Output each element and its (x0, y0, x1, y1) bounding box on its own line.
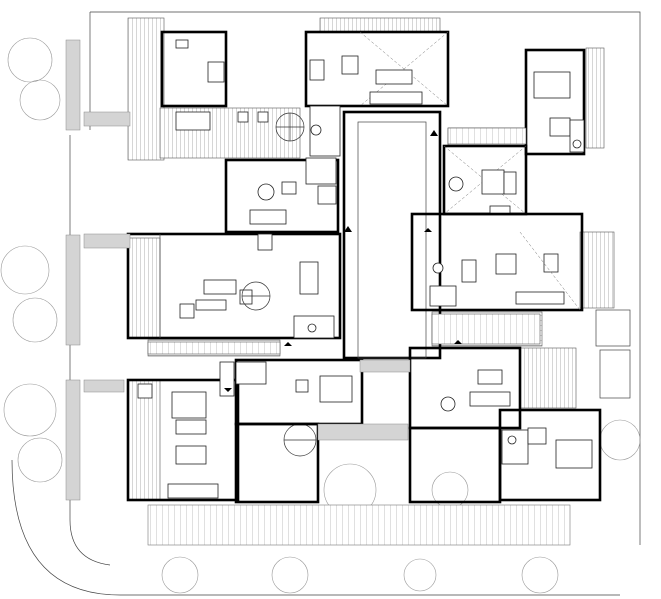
central-courtyard-corridor (342, 110, 442, 360)
unit-upper-right-living (442, 144, 528, 216)
unit-bottom-right (408, 346, 602, 504)
unit-top-center (304, 30, 450, 157)
unit-middle-right (410, 212, 584, 312)
unit-top-left (160, 30, 305, 142)
site-boundary (11, 11, 641, 596)
entrance-arrows (224, 130, 462, 392)
inner-hedges (83, 111, 411, 441)
unit-upper-left-living (224, 157, 340, 234)
unit-middle-left (126, 232, 342, 340)
left-trees (0, 37, 641, 594)
stair-runs (147, 127, 541, 355)
unit-bottom-left (126, 378, 240, 502)
bottom-fence (147, 504, 571, 546)
unit-top-right (524, 48, 586, 156)
unit-bottom-center (219, 358, 364, 504)
